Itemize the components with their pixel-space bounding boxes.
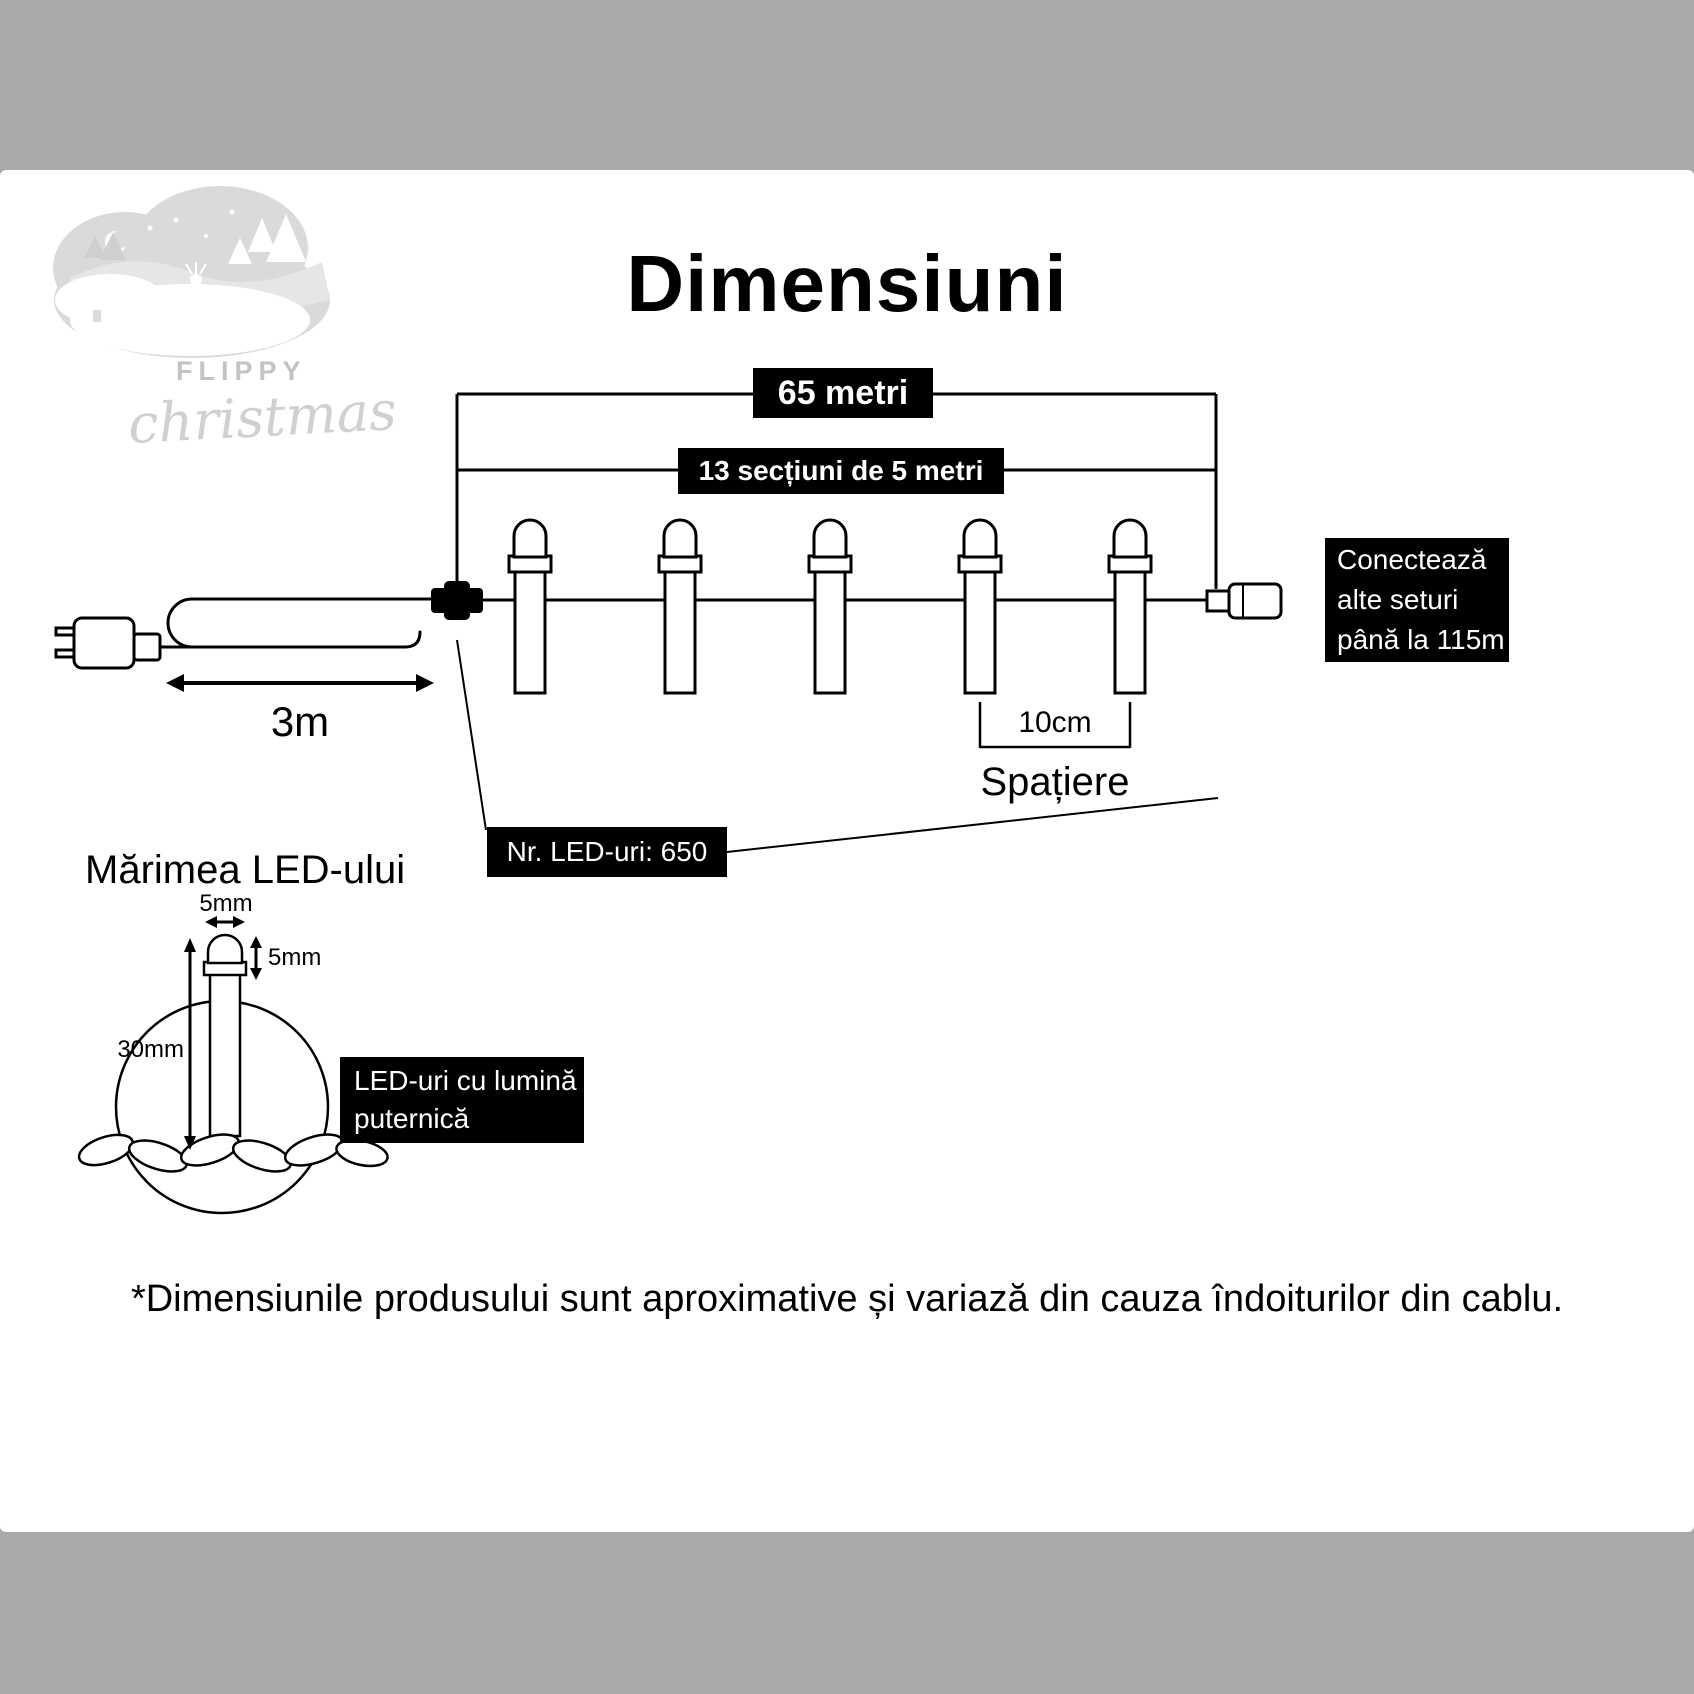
lead-wire xyxy=(158,597,435,649)
led-brightness-callout: LED-uri cu lumină puternică xyxy=(340,1057,584,1143)
twisted-wire-icon xyxy=(77,1133,389,1173)
deer-icon xyxy=(158,262,207,316)
spacing-bracket xyxy=(978,702,1132,749)
spacing-value-label: 10cm xyxy=(1018,706,1092,739)
led-count-label: Nr. LED-uri: 650 xyxy=(487,827,727,877)
led-size-diagram xyxy=(77,916,389,1215)
led-brightness-line-2: puternică xyxy=(354,1103,470,1134)
led-size-heading: Mărimea LED-ului xyxy=(85,848,406,892)
inline-connector-icon xyxy=(431,581,483,620)
power-plug-icon xyxy=(54,616,162,670)
connect-line-1: Conectează xyxy=(1337,544,1487,575)
led-brightness-line-1: LED-uri cu lumină xyxy=(354,1065,577,1096)
led-height-label: 5mm xyxy=(268,944,322,971)
lead-length-label: 3m xyxy=(270,698,330,745)
page-title: Dimensiuni xyxy=(626,239,1068,328)
led-bulbs xyxy=(507,518,1153,695)
lead-length-arrow xyxy=(166,674,434,692)
logo-illustration xyxy=(53,186,330,358)
total-length-label: 65 metri xyxy=(753,368,933,418)
connect-more-sets-label: Conectează alte seturi până la 115m xyxy=(1325,538,1509,662)
height-arrow xyxy=(250,936,262,980)
sections-label: 13 secțiuni de 5 metri xyxy=(678,448,1004,494)
spacing-label: Spațiere xyxy=(980,760,1130,804)
led-count-callout-lines xyxy=(456,639,1219,853)
trees-icon xyxy=(84,214,306,264)
disclaimer-text: *Dimensiunile produsului sunt aproximati… xyxy=(130,1278,1564,1320)
connect-line-3: până la 115m xyxy=(1337,624,1505,655)
led-total-height-label: 30mm xyxy=(117,1036,184,1063)
house-icon xyxy=(78,286,116,322)
logo-brand-text: FLIPPY xyxy=(176,356,307,386)
total-height-arrow xyxy=(184,938,196,1150)
led-width-label: 5mm xyxy=(199,890,253,917)
width-arrow xyxy=(205,916,245,928)
end-connector-icon xyxy=(1205,582,1283,620)
stars-icon xyxy=(147,209,235,238)
connect-line-2: alte seturi xyxy=(1337,584,1459,615)
